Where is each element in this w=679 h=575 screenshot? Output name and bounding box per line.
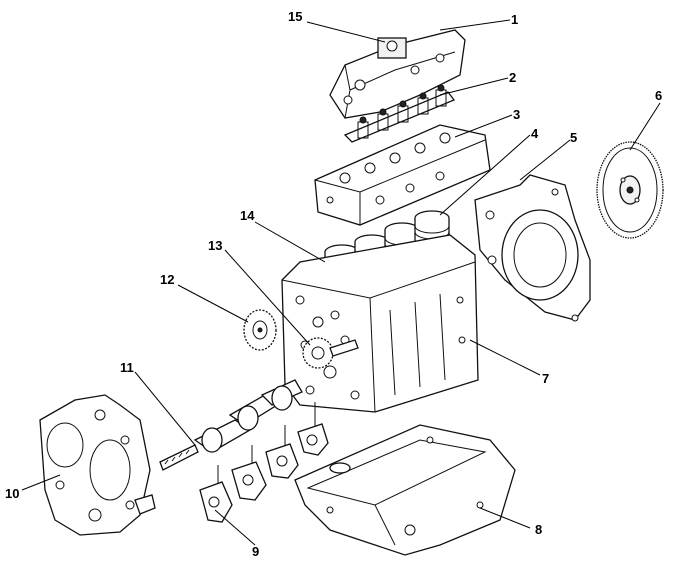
callout-6: 6 <box>655 88 662 103</box>
part-flywheel <box>596 141 664 239</box>
part-oil-pan <box>294 424 516 556</box>
leader-9 <box>214 509 256 546</box>
leader-6 <box>629 102 661 151</box>
callout-2: 2 <box>509 70 516 85</box>
leader-12 <box>177 284 249 323</box>
leader-14 <box>254 221 326 263</box>
leader-2 <box>439 77 509 96</box>
callout-5: 5 <box>570 130 577 145</box>
leader-5 <box>519 139 571 181</box>
callout-12: 12 <box>160 272 174 287</box>
callout-7: 7 <box>542 371 549 386</box>
part-gear-case <box>39 394 156 536</box>
part-camshaft-gear <box>243 309 277 351</box>
callout-15: 15 <box>288 9 302 24</box>
leader-4 <box>439 134 531 216</box>
leader-13 <box>224 249 311 346</box>
callout-14: 14 <box>240 208 255 223</box>
callout-3: 3 <box>513 107 520 122</box>
callout-13: 13 <box>208 238 222 253</box>
part-cylinder-head <box>314 124 491 226</box>
leader-7 <box>469 339 541 376</box>
callout-1: 1 <box>511 12 518 27</box>
part-crankshaft <box>159 379 303 471</box>
part-rocker-cover <box>329 29 466 119</box>
leader-lines <box>21 19 661 546</box>
callout-11: 11 <box>120 360 134 375</box>
callout-labels: 1 2 3 4 5 6 7 8 9 10 11 12 13 14 15 <box>5 9 662 559</box>
leader-8 <box>479 507 531 529</box>
callout-8: 8 <box>535 522 542 537</box>
part-idler-gear <box>302 337 359 369</box>
part-flywheel-housing <box>474 174 591 322</box>
leader-1 <box>439 19 511 31</box>
leader-3 <box>454 114 513 138</box>
callout-4: 4 <box>531 126 539 141</box>
callout-10: 10 <box>5 486 19 501</box>
callout-9: 9 <box>252 544 259 559</box>
leader-10 <box>21 474 61 491</box>
part-cylinder-block <box>281 234 479 413</box>
leader-11 <box>134 371 196 446</box>
part-main-bearing-caps <box>199 402 329 523</box>
leader-15 <box>306 21 386 43</box>
part-rocker-arm-assembly <box>343 84 456 143</box>
